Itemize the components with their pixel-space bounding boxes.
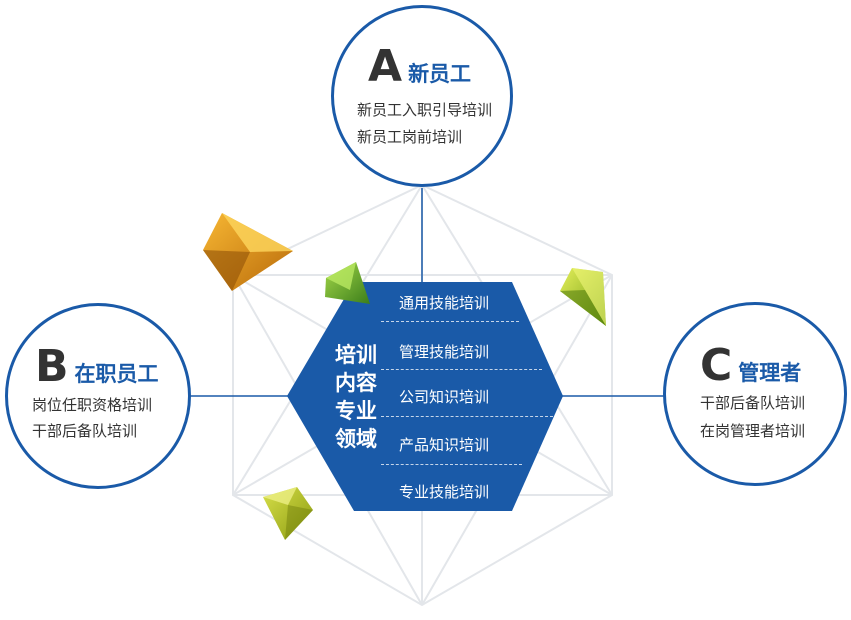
role-title-new-employee: A 新员工 [368,45,471,89]
center-hexagon [287,282,563,511]
role-item: 新员工岗前培训 [357,128,463,146]
center-title-line: 领域 [335,427,377,451]
gem-green-icon [325,262,370,304]
role-item: 干部后备队培训 [32,422,138,440]
role-title-manager: C 管理者 [700,344,801,388]
item-separator [381,464,522,465]
role-circle-new-employee [331,5,513,187]
role-name-manager: 管理者 [738,361,802,385]
role-item: 干部后备队培训 [700,394,806,412]
role-item: 岗位任职资格培训 [32,396,153,414]
center-title-line: 培训 [335,343,377,367]
role-title-current-employee: B 在职员工 [35,345,159,389]
role-name-current-employee: 在职员工 [74,362,159,386]
training-item: 公司知识培训 [399,388,490,406]
training-item: 专业技能培训 [399,483,490,501]
item-separator [381,369,542,370]
center-title: 培训 内容 专业 领域 [334,341,378,453]
item-separator [381,416,553,417]
training-item: 产品知识培训 [399,436,490,454]
role-letter-b: B [35,341,69,392]
connector-lines [190,188,665,397]
center-title-line: 内容 [335,371,377,395]
role-circle-current-employee [5,303,191,489]
training-item: 通用技能培训 [399,294,490,312]
role-letter-c: C [700,340,733,391]
item-separator [381,321,519,322]
gem-orange-icon [203,213,293,291]
center-title-line: 专业 [335,399,377,423]
training-item: 管理技能培训 [399,343,490,361]
role-circle-manager [663,302,847,486]
gem-olive-icon [263,487,313,540]
role-item: 在岗管理者培训 [700,422,806,440]
role-name-new-employee: 新员工 [408,62,472,86]
role-letter-a: A [368,41,403,92]
role-item: 新员工入职引导培训 [357,101,493,119]
gem-lime-icon [560,268,606,326]
